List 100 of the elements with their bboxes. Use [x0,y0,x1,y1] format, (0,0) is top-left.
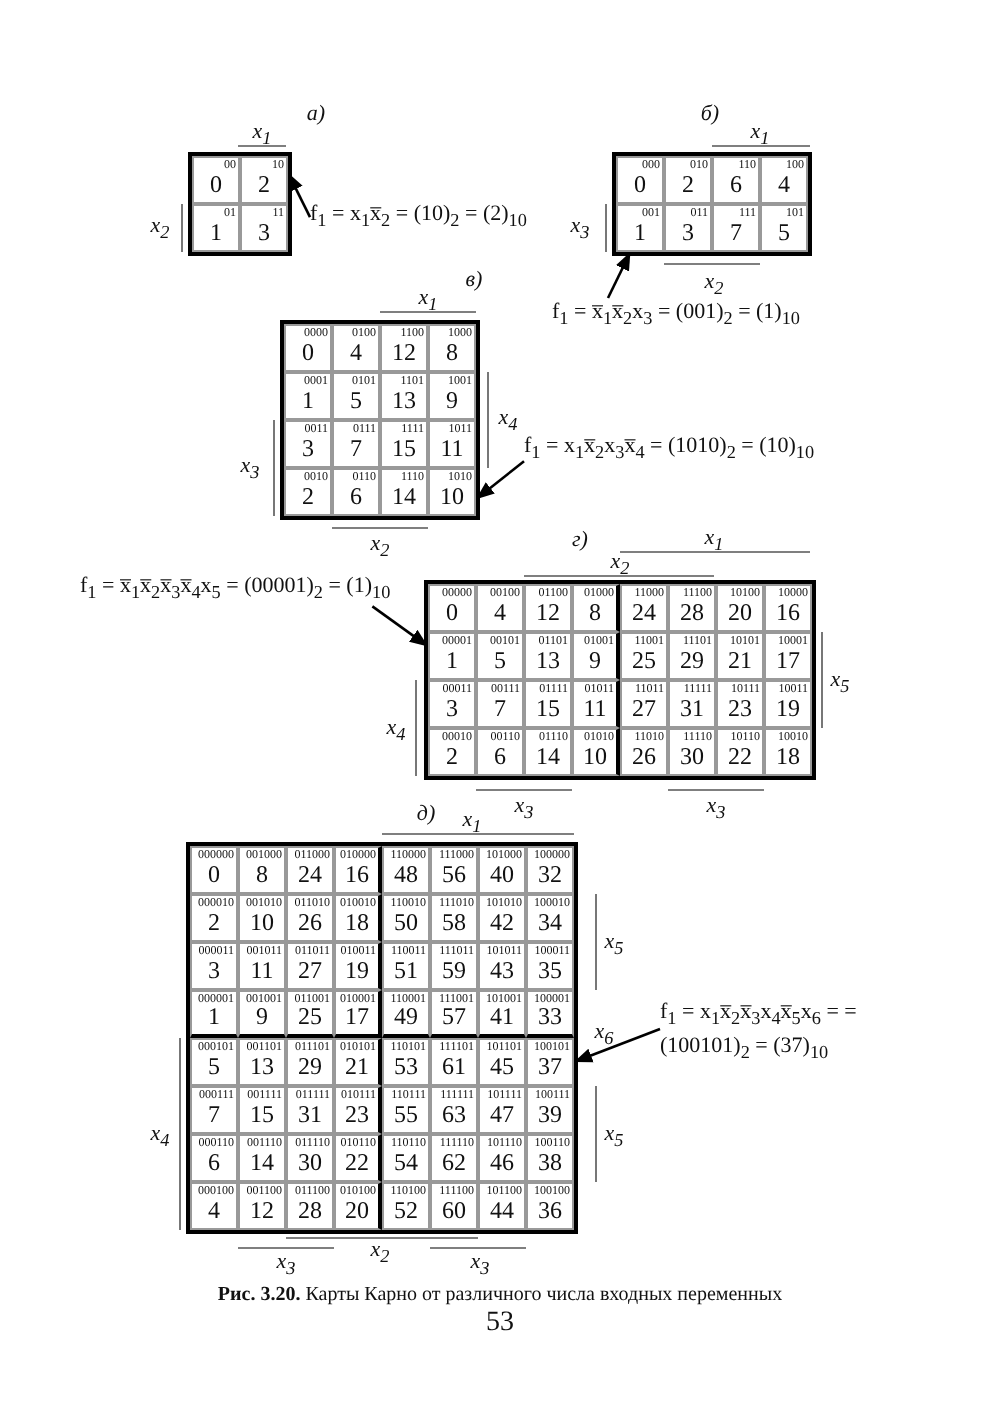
cell-number: 3 [256,220,272,246]
map-cell [382,1038,430,1086]
variable-label: x$_{5}$ [604,929,624,959]
cell-number: 44 [488,1198,516,1224]
map-cell [382,1086,430,1134]
cell-number: 10 [438,484,466,510]
map-cell [430,990,478,1038]
variable-label: x$_{2}$ [610,549,630,579]
map-cell [478,1134,526,1182]
map-cell [430,846,478,894]
map-cell [478,990,526,1038]
cell-number: 40 [488,862,516,888]
cell-number: 8 [444,340,460,366]
map-cell [712,156,760,204]
map-cell [238,846,286,894]
map-cell [430,942,478,990]
variable-label: x$_{1}$ [750,119,770,149]
cell-number: 11 [438,436,466,462]
cell-number: 22 [343,1150,371,1176]
arrow [475,460,525,501]
cell-number: 10 [248,910,276,936]
cell-number: 1 [632,220,648,246]
cell-number: 1 [206,1004,222,1030]
map-cell [332,468,380,516]
cell-number: 24 [630,600,658,626]
cell-number: 28 [678,600,706,626]
cell-number: 48 [392,862,420,888]
cell-number: 6 [728,172,744,198]
map-cell [620,632,668,680]
cell-number: 5 [776,220,792,246]
map-cell [620,728,668,776]
map-cell [478,942,526,990]
cell-number: 37 [536,1054,564,1080]
map-cell [476,680,524,728]
cell-number: 17 [343,1004,371,1030]
formula: f$_{1}$ = x$_{1}$x̅$_{2}$ = (10)$_{2}$ = (2)$_{10}$ [310,200,550,235]
variable-label: x$_{3}$ [240,453,260,483]
map-cell [712,204,760,252]
map-cell [764,728,812,776]
map-cell [764,584,812,632]
map-cell [284,420,332,468]
map-cell [664,204,712,252]
cell-number: 9 [254,1004,270,1030]
map-cell [430,1182,478,1230]
variable-label: x$_{1}$ [704,525,724,555]
cell-number: 36 [536,1198,564,1224]
map-cell [764,632,812,680]
map-cell [428,728,476,776]
map-cell [428,680,476,728]
cell-number: 4 [348,340,364,366]
cell-number: 51 [392,958,420,984]
map-cell [428,324,476,372]
variable-label: x$_{1}$ [418,285,438,315]
map-cell [334,1134,382,1182]
formula: f$_{1}$ = x$_{1}$x̅$_{2}$x̅$_{3}$x$_{4}$x̅$_{5}$x$_{6}$ = = (100101)$_{2}$ = (37)$_{10}$ [660,998,884,1067]
arrow [606,251,632,299]
cell-number: 0 [206,862,222,888]
arrow [573,1027,661,1064]
cell-number: 29 [296,1054,324,1080]
map-cell [430,1038,478,1086]
cell-number: 7 [728,220,744,246]
cell-number: 2 [256,172,272,198]
cell-number: 63 [440,1102,468,1128]
map-cell [524,680,572,728]
map-cell [526,1182,574,1230]
map-cell [716,584,764,632]
cell-number: 11 [248,958,276,984]
cell-number: 12 [534,600,562,626]
map-cell [716,680,764,728]
cell-number: 59 [440,958,468,984]
cell-number: 15 [534,696,562,722]
map-cell [478,1038,526,1086]
cell-number: 49 [392,1004,420,1030]
map-cell [382,1134,430,1182]
map-cell [668,680,716,728]
arrow [371,605,429,648]
variable-label: x$_{2}$ [370,1237,390,1267]
cell-number: 23 [726,696,754,722]
cell-number: 23 [343,1102,371,1128]
cell-number: 47 [488,1102,516,1128]
map-cell [668,728,716,776]
cell-number: 17 [774,648,802,674]
map-cell [382,894,430,942]
variable-label: x$_{5}$ [830,667,850,697]
map-cell [190,990,238,1038]
cell-number: 31 [296,1102,324,1128]
map-cell [286,846,334,894]
map-cell [764,680,812,728]
map-cell [620,584,668,632]
variable-label: x$_{4}$ [498,405,518,435]
map-cell [238,990,286,1038]
cell-number: 35 [536,958,564,984]
cell-number: 7 [206,1102,222,1128]
map-cell [478,846,526,894]
map-cell [190,1038,238,1086]
map-cell [572,728,620,776]
variable-label: x$_{6}$ [594,1019,614,1049]
map-cell [760,156,808,204]
map-cell [286,990,334,1038]
map-cell [476,584,524,632]
